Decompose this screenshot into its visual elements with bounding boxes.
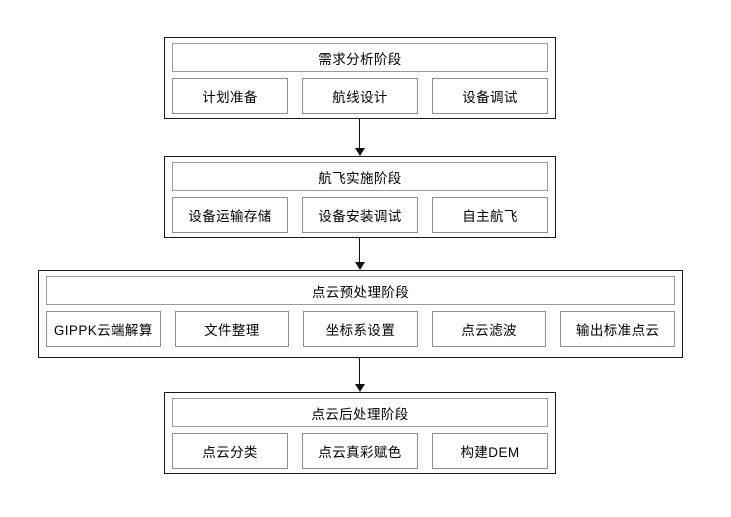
- task-cell[interactable]: GIPPK云端解算: [46, 311, 161, 347]
- arrowhead-down-icon: [355, 148, 365, 156]
- stage-task-row-requirement-analysis: 计划准备 航线设计 设备调试: [172, 78, 548, 114]
- connector-shaft: [359, 119, 361, 149]
- task-cell[interactable]: 输出标准点云: [560, 311, 675, 347]
- stage-block-pointcloud-postprocessing: 点云后处理阶段 点云分类 点云真彩赋色 构建DEM: [164, 392, 556, 474]
- stage-task-row-flight-execution: 设备运输存储 设备安装调试 自主航飞: [172, 197, 548, 233]
- task-cell[interactable]: 设备安装调试: [302, 197, 418, 233]
- stage-task-row-pointcloud-postprocessing: 点云分类 点云真彩赋色 构建DEM: [172, 433, 548, 469]
- arrowhead-down-icon: [355, 262, 365, 270]
- connector-arrow-stage2-to-stage3: [353, 238, 367, 270]
- task-cell[interactable]: 构建DEM: [432, 433, 548, 469]
- task-cell[interactable]: 自主航飞: [432, 197, 548, 233]
- task-cell[interactable]: 文件整理: [174, 311, 290, 347]
- stage-task-row-pointcloud-preprocessing: GIPPK云端解算 文件整理 坐标系设置 点云滤波 输出标准点云: [46, 311, 675, 347]
- stage-header-pointcloud-preprocessing: 点云预处理阶段: [46, 276, 675, 305]
- connector-shaft: [359, 358, 361, 385]
- task-cell[interactable]: 点云滤波: [431, 311, 547, 347]
- task-cell[interactable]: 点云分类: [172, 433, 288, 469]
- task-cell[interactable]: 航线设计: [302, 78, 418, 114]
- stage-block-requirement-analysis: 需求分析阶段 计划准备 航线设计 设备调试: [164, 37, 556, 119]
- connector-arrow-stage3-to-stage4: [353, 358, 367, 392]
- stage-header-flight-execution: 航飞实施阶段: [172, 162, 548, 191]
- task-cell[interactable]: 点云真彩赋色: [302, 433, 418, 469]
- task-cell[interactable]: 坐标系设置: [303, 311, 418, 347]
- stage-block-flight-execution: 航飞实施阶段 设备运输存储 设备安装调试 自主航飞: [164, 156, 556, 238]
- task-cell[interactable]: 计划准备: [172, 78, 288, 114]
- connector-arrow-stage1-to-stage2: [353, 119, 367, 156]
- stage-block-pointcloud-preprocessing: 点云预处理阶段 GIPPK云端解算 文件整理 坐标系设置 点云滤波 输出标准点云: [38, 270, 683, 358]
- stage-header-requirement-analysis: 需求分析阶段: [172, 43, 548, 72]
- connector-shaft: [359, 238, 361, 263]
- task-cell[interactable]: 设备调试: [432, 78, 548, 114]
- task-cell[interactable]: 设备运输存储: [172, 197, 288, 233]
- arrowhead-down-icon: [355, 384, 365, 392]
- stage-header-pointcloud-postprocessing: 点云后处理阶段: [172, 398, 548, 427]
